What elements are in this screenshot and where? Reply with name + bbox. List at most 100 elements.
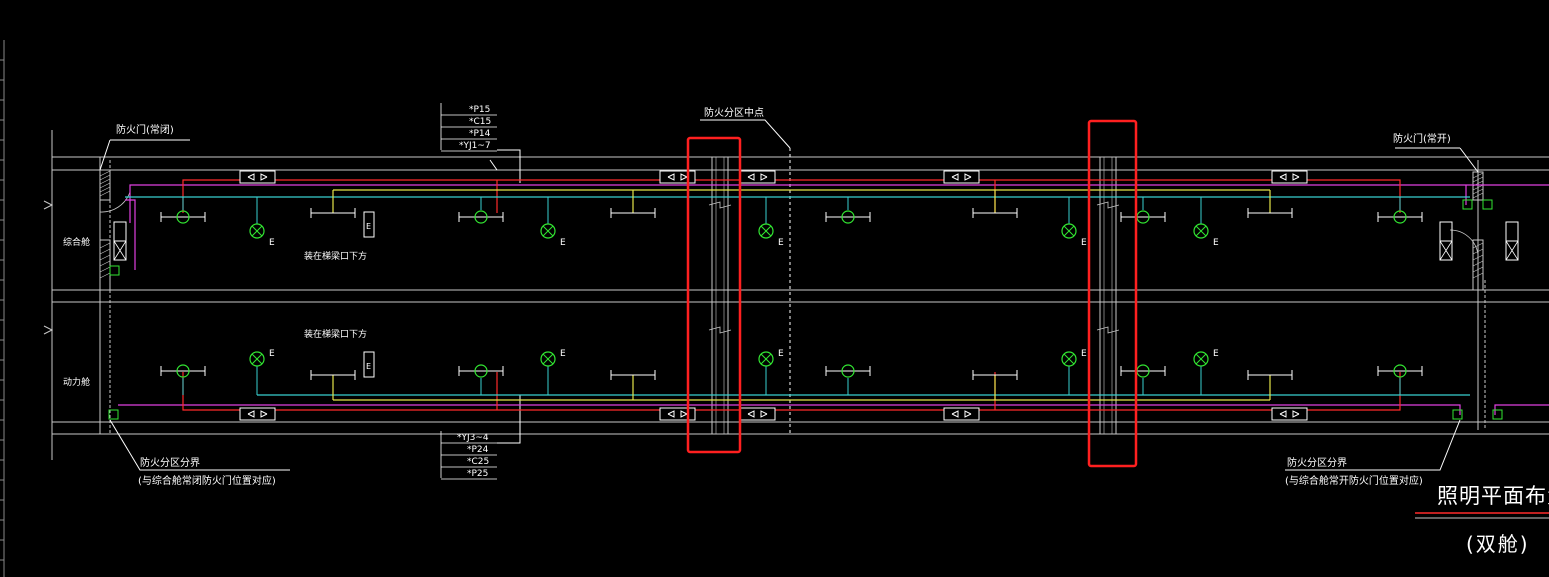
exit-light-icon xyxy=(108,409,119,420)
exit-sign-arrow xyxy=(247,410,255,418)
tag-leader xyxy=(497,395,521,444)
door-hatch xyxy=(99,266,111,273)
leader-line xyxy=(1459,147,1479,173)
circuit-tag-top: *C15 xyxy=(469,117,491,127)
door-hatch xyxy=(1472,184,1484,191)
circuit-tag-bottom: *P24 xyxy=(467,445,489,455)
exit-sign-icon xyxy=(1271,170,1308,184)
socket-mark: E xyxy=(366,362,371,371)
door-hatch xyxy=(1472,242,1484,249)
fire-door-left-bottom xyxy=(99,239,111,291)
exit-sign-arrow xyxy=(964,410,972,418)
highlight-box-left xyxy=(686,136,742,454)
door-hatch xyxy=(99,174,111,181)
exit-sign-arrow xyxy=(1279,173,1287,181)
door-hatch xyxy=(1472,272,1484,279)
door-hatch xyxy=(1472,172,1484,179)
ceiling-lamp-icon xyxy=(841,364,855,378)
fire-zone-center-label: 防火分区中点 xyxy=(704,106,764,119)
ceiling-lamp-icon xyxy=(474,364,488,378)
emergency-mark: E xyxy=(269,238,275,248)
fire-door-right-label: 防火门(常开) xyxy=(1393,132,1451,145)
exit-sign-arrow xyxy=(760,173,768,181)
column-break xyxy=(708,326,732,334)
circuit-tag-bottom: *P25 xyxy=(467,469,488,479)
fixture-note-bottom: 装在梯梁口下方 xyxy=(304,328,367,340)
exit-sign-icon xyxy=(739,170,776,184)
column-break xyxy=(1096,201,1120,209)
exit-sign-arrow xyxy=(247,173,255,181)
boundary-left-line2: (与综合舱常闭防火门位置对应) xyxy=(138,474,276,487)
circuit-tag-bottom: *YJ3~4 xyxy=(457,433,489,443)
ceiling-lamp-icon xyxy=(1393,364,1407,378)
emergency-mark: E xyxy=(1213,238,1219,248)
exit-sign-icon xyxy=(659,407,696,421)
compartment-bottom-label: 动力舱 xyxy=(63,376,90,388)
emergency-lamp-cross xyxy=(1063,225,1075,237)
door-hatch xyxy=(99,182,111,189)
exit-sign-arrow xyxy=(951,173,959,181)
door-hatch xyxy=(99,242,111,249)
socket-box-icon xyxy=(363,351,375,378)
leader-line xyxy=(1285,419,1461,471)
exit-sign-icon xyxy=(1271,407,1308,421)
fire-door-left-top xyxy=(99,169,111,201)
emergency-lamp-cross xyxy=(760,225,772,237)
exit-light-icon xyxy=(109,265,120,276)
exit-sign-arrow xyxy=(951,410,959,418)
door-hatch xyxy=(1472,254,1484,261)
door-hatch xyxy=(99,272,111,279)
emergency-mark: E xyxy=(1213,349,1219,359)
socket-box-icon xyxy=(363,211,375,238)
break-mark xyxy=(43,325,54,335)
emergency-lamp-icon xyxy=(249,223,265,239)
highlight-box-right xyxy=(1087,119,1138,468)
distribution-box-line xyxy=(1439,240,1453,261)
ceiling-lamp-icon xyxy=(1393,210,1407,224)
fixture-note-top: 装在梯梁口下方 xyxy=(304,250,367,262)
exit-sign-arrow xyxy=(964,173,972,181)
ceiling-lamp-icon xyxy=(474,210,488,224)
emergency-lamp-icon xyxy=(758,223,774,239)
wire-magenta-top xyxy=(125,199,136,270)
door-hatch xyxy=(99,254,111,261)
emergency-lamp-cross xyxy=(760,353,772,365)
exit-sign-icon xyxy=(943,407,980,421)
exit-sign-arrow xyxy=(667,173,675,181)
circuit-tag-top: *YJ1~7 xyxy=(459,141,491,151)
ceiling-lamp-icon xyxy=(841,210,855,224)
door-hatch xyxy=(99,170,111,177)
column-break xyxy=(708,201,732,209)
exit-sign-arrow xyxy=(760,410,768,418)
emergency-lamp-icon xyxy=(758,351,774,367)
door-hatch xyxy=(1472,188,1484,195)
exit-light-icon xyxy=(1462,199,1473,210)
emergency-lamp-icon xyxy=(540,351,556,367)
exit-sign-arrow xyxy=(667,410,675,418)
door-hatch xyxy=(1472,266,1484,273)
emergency-lamp-icon xyxy=(1061,351,1077,367)
ceiling-lamp-icon xyxy=(176,210,190,224)
emergency-lamp-cross xyxy=(251,225,263,237)
exit-sign-icon xyxy=(239,170,276,184)
boundary-right-line1: 防火分区分界 xyxy=(1287,456,1347,469)
circuit-tag-top: *P15 xyxy=(469,105,490,115)
boundary-right-line2: (与综合舱常开防火门位置对应) xyxy=(1285,474,1423,487)
fire-door-right-bottom xyxy=(1472,239,1484,291)
exit-sign-arrow xyxy=(680,173,688,181)
door-hatch xyxy=(1472,192,1484,199)
emergency-lamp-cross xyxy=(1195,353,1207,365)
leader-line xyxy=(99,139,111,171)
drawing-subtitle: (双舱) xyxy=(1466,532,1530,556)
emergency-lamp-cross xyxy=(1063,353,1075,365)
leader-line xyxy=(700,119,791,149)
door-hatch xyxy=(99,248,111,255)
exit-sign-icon xyxy=(659,170,696,184)
exit-sign-arrow xyxy=(260,173,268,181)
exit-sign-arrow xyxy=(680,410,688,418)
emergency-lamp-cross xyxy=(1195,225,1207,237)
emergency-lamp-cross xyxy=(542,225,554,237)
break-mark xyxy=(43,200,54,210)
wire-magenta-bottom xyxy=(1494,404,1549,415)
